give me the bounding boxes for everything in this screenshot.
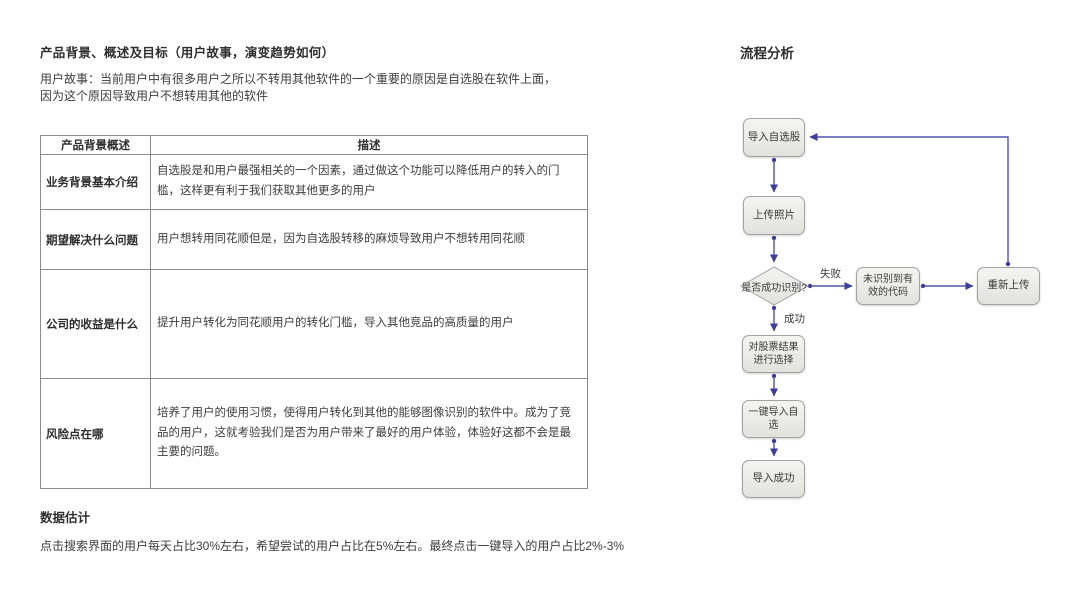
flow-node-recognize-check-label: 是否成功识别?	[741, 282, 807, 294]
flow-node-one-click-import[interactable]: 一键导入自选	[742, 400, 805, 438]
row-label: 公司的收益是什么	[40, 269, 151, 379]
table-row: 风险点在哪 培养了用户的使用习惯，使得用户转化到其他的能够图像识别的软件中。成为…	[40, 378, 588, 489]
row-description: 用户想转用同花顺但是，因为自选股转移的麻烦导致用户不想转用同花顺	[150, 209, 588, 270]
row-description: 提升用户转化为同花顺用户的转化门槛，导入其他竞品的高质量的用户	[150, 269, 588, 379]
user-story: 用户故事：当前用户中有很多用户之所以不转用其他软件的一个重要的原因是自选股在软件…	[40, 71, 600, 105]
background-table: 产品背景概述 描述 业务背景基本介绍 自选股是和用户最强相关的一个因素，通过做这…	[40, 135, 588, 489]
row-label: 期望解决什么问题	[40, 209, 151, 270]
data-estimate-heading: 数据估计	[40, 511, 91, 525]
table-header-row: 产品背景概述 描述	[40, 135, 588, 155]
page-title: 产品背景、概述及目标（用户故事，演变趋势如何）	[40, 46, 335, 60]
connector-loop-to-import	[809, 133, 1009, 264]
flowchart-title: 流程分析	[740, 46, 794, 61]
user-story-line-2: 因为这个原因导致用户不想转用其他的软件	[40, 89, 269, 103]
row-description: 培养了用户的使用习惯，使得用户转化到其他的能够图像识别的软件中。成为了竞品的用户…	[150, 378, 588, 489]
edge-label-success: 成功	[784, 313, 805, 325]
table-row: 公司的收益是什么 提升用户转化为同花顺用户的转化门槛，导入其他竞品的高质量的用户	[40, 269, 588, 379]
table-row: 业务背景基本介绍 自选股是和用户最强相关的一个因素，通过做这个功能可以降低用户的…	[40, 154, 588, 210]
table-row: 期望解决什么问题 用户想转用同花顺但是，因为自选股转移的麻烦导致用户不想转用同花…	[40, 209, 588, 270]
flow-node-select-results[interactable]: 对股票结果进行选择	[742, 335, 805, 373]
row-description: 自选股是和用户最强相关的一个因素，通过做这个功能可以降低用户的转入的门槛，这样更…	[150, 154, 588, 210]
flow-node-no-valid-code[interactable]: 未识别到有效的代码	[856, 267, 920, 305]
edge-label-fail: 失败	[820, 268, 841, 280]
flow-node-import-watchlist[interactable]: 导入自选股	[743, 118, 805, 157]
table-header-description: 描述	[150, 135, 588, 155]
data-estimate-text: 点击搜索界面的用户每天占比30%左右，希望尝试的用户占比在5%左右。最终点击一键…	[40, 539, 625, 553]
table-header-overview: 产品背景概述	[40, 135, 151, 155]
flow-node-upload-photo[interactable]: 上传照片	[743, 196, 805, 235]
row-label: 业务背景基本介绍	[40, 154, 151, 210]
flow-node-reupload[interactable]: 重新上传	[977, 267, 1040, 305]
user-story-line-1: 用户故事：当前用户中有很多用户之所以不转用其他软件的一个重要的原因是自选股在软件…	[40, 72, 557, 86]
flow-node-import-success[interactable]: 导入成功	[742, 460, 805, 498]
row-label: 风险点在哪	[40, 378, 151, 489]
